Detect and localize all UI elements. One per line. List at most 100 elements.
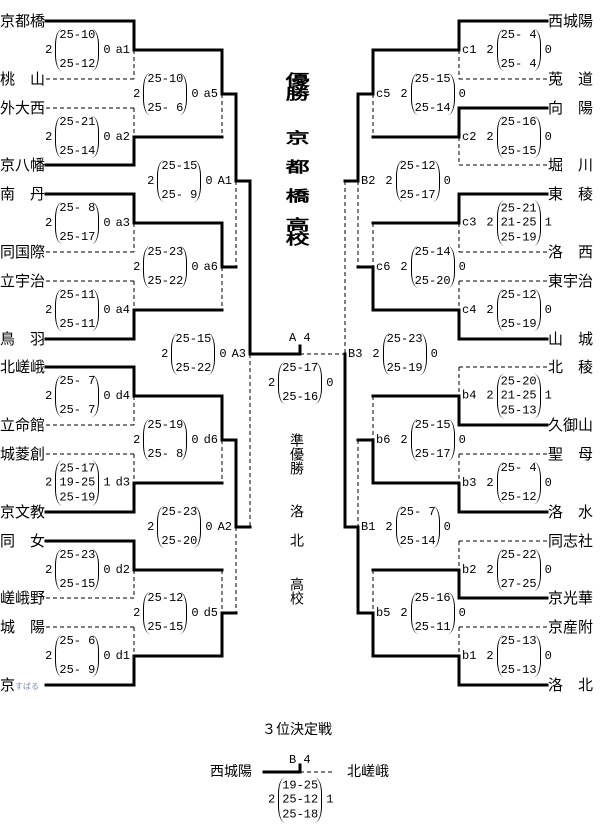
team-name-text: 聖 母 [548,445,594,463]
team-name: 莵 道 [548,70,593,88]
sets-lost: 1 [103,475,111,490]
set-score: 25-20 [500,374,537,389]
set-score: 25-12 [500,490,537,504]
set-score: 25-20 [161,534,198,548]
set-score: 25- 4 [500,57,537,71]
sets-lost: 1 [544,388,552,403]
sets-won: 2 [161,346,169,361]
match-label: d6 [203,432,218,447]
sets-won: 2 [268,375,276,390]
sets-won: 2 [400,605,408,620]
sets-lost: 0 [430,346,438,361]
sets-lost: 0 [103,388,111,403]
set-score: 25-15 [147,620,184,634]
runner-up-label: 準優勝 [288,433,304,475]
set-score: 25-23 [386,332,423,346]
sets-won: 2 [372,346,380,361]
sets-lost: 0 [458,605,466,620]
sets-won: 2 [45,562,53,577]
team-name: 南 丹 [0,185,45,203]
sets-lost: 0 [103,129,111,144]
sets-lost: 1 [326,792,334,807]
sets-lost: 0 [326,375,334,390]
team-name: 洛 水 [548,503,593,521]
third-place-match-label: B 4 [289,753,311,767]
match-label: c3 [462,215,477,230]
set-score: 25- 7 [399,505,436,519]
set-score: 25-11 [59,288,96,302]
match-label: a6 [203,259,218,274]
team-name-text: 同国際 [0,243,46,261]
sets-won: 2 [400,86,408,101]
sets-lost: 0 [191,259,199,274]
team-name-text: 京光華 [548,589,594,607]
match-label: A2 [217,519,232,534]
team-name-text: 嵯峨野 [0,589,46,607]
team-name-text: 京都橋 [0,12,46,30]
match-label: c6 [376,259,391,274]
team-name: 京八幡 [0,156,45,174]
match-label: c4 [462,302,477,317]
team-name-small: すばる [15,682,40,691]
set-score: 25-13 [500,634,537,648]
match-label: A1 [217,173,232,188]
sets-lost: 0 [103,562,111,577]
champion-school-name: 京都橋 [282,130,312,217]
team-name: 東 稜 [548,185,593,203]
set-score: 25-22 [500,548,537,562]
set-score: 25-23 [161,505,198,519]
match-label: b3 [462,475,477,490]
set-score: 25- 8 [59,201,96,215]
team-name-text: 立宇治 [0,272,46,290]
sets-won: 2 [486,648,494,663]
team-name: 鳥 羽 [0,330,45,348]
sets-lost: 0 [443,519,451,534]
match-label: B1 [361,519,376,534]
sets-won: 2 [486,302,494,317]
set-score: 19-25 [282,778,319,793]
team-name-text: 北嵯峨 [0,358,46,376]
set-score: 25-14 [414,101,451,115]
set-score: 25-15 [500,144,537,158]
team-name: 同国際 [0,243,45,261]
set-score: 25-15 [414,418,451,432]
team-name: 堀 川 [548,156,593,174]
sets-won: 2 [45,388,53,403]
set-score: 25-11 [59,317,96,331]
set-score: 25- 4 [500,461,537,475]
set-score: 25-15 [175,332,212,346]
set-score: 25-21 [500,201,537,216]
set-scores: 25- 4 25-12 [496,461,541,504]
set-score: 25- 6 [59,634,96,648]
sets-lost: 0 [103,215,111,230]
match-label: a2 [115,129,130,144]
team-name-text: 東宇治 [548,272,594,290]
match-label: c1 [462,42,477,57]
sets-lost: 0 [544,129,552,144]
match-label: B2 [361,173,376,188]
sets-won: 2 [486,388,494,403]
sets-won: 2 [133,86,141,101]
